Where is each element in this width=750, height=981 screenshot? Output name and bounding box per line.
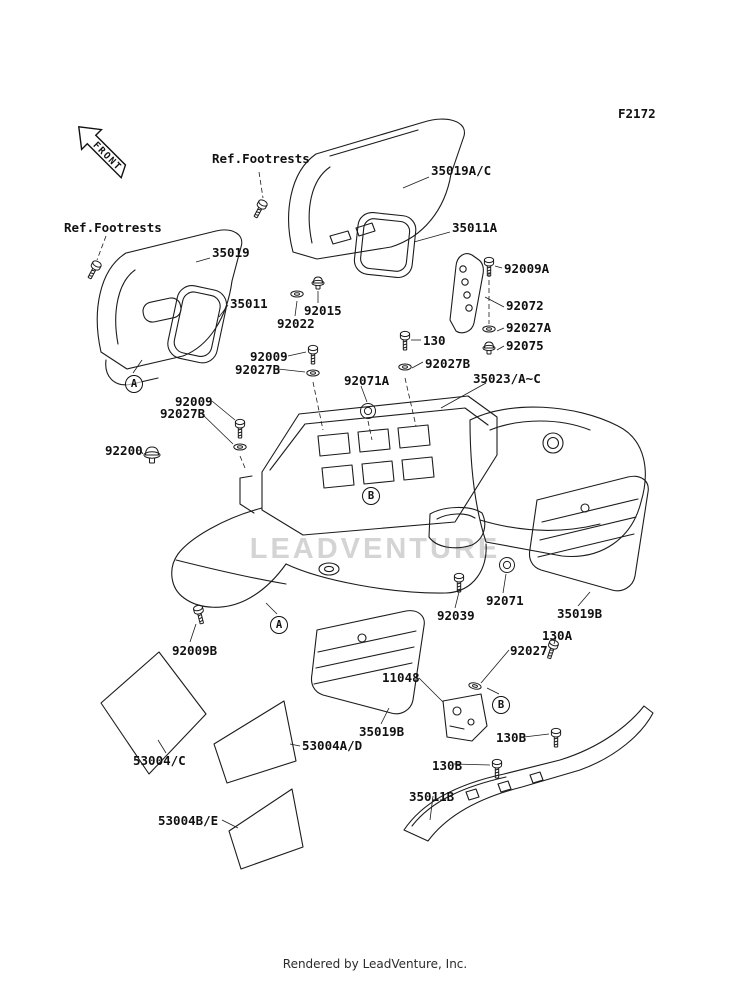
part-number-label: 35023/A~C — [473, 371, 541, 386]
part-number-label: 130B — [496, 730, 527, 745]
panels-and-brackets — [96, 118, 654, 870]
part-number-label: 53004/C — [133, 753, 186, 768]
part-number-label: 92009B — [172, 643, 218, 658]
callout-circle: A — [125, 375, 143, 393]
part-number-label: 92015 — [304, 303, 342, 318]
part-number-label: 92027B — [425, 356, 471, 371]
part-number-label: Ref.Footrests — [64, 220, 162, 235]
part-number-label: 53004B/E — [158, 813, 219, 828]
part-number-label: 92071A — [344, 373, 390, 388]
part-number-label: 92009A — [504, 261, 550, 276]
part-number-label: 35019A/C — [431, 163, 492, 178]
part-number-label: 92200 — [105, 443, 143, 458]
part-number-label: 35011A — [452, 220, 498, 235]
dashed-reference-lines — [96, 171, 490, 469]
part-number-label: 35011B — [409, 789, 455, 804]
callout-circle: A — [270, 616, 288, 634]
part-number-label: 92071 — [486, 593, 524, 608]
part-number-label: 35019B — [359, 724, 405, 739]
part-number-label: 92075 — [506, 338, 544, 353]
footer-credit: Rendered by LeadVenture, Inc. — [282, 957, 468, 971]
part-number-label: Ref.Footrests — [212, 151, 310, 166]
watermark: LEADVENTURE — [249, 533, 501, 565]
part-number-label: 92027A — [506, 320, 552, 335]
part-number-label: 130A — [542, 628, 573, 643]
part-number-label: 92022 — [277, 316, 315, 331]
leader-lines — [132, 176, 591, 829]
part-number-label: 11048 — [382, 670, 420, 685]
part-number-label: 35019 — [212, 245, 250, 260]
part-number-label: 130 — [423, 333, 446, 348]
part-number-label: 92027B — [235, 362, 281, 377]
callout-circle: B — [492, 696, 510, 714]
part-number-label: 35011 — [230, 296, 268, 311]
part-number-label: 35019B — [557, 606, 603, 621]
part-number-label: 92039 — [437, 608, 475, 623]
callout-circle: B — [362, 487, 380, 505]
part-number-label: 92072 — [506, 298, 544, 313]
part-number-label: 92027 — [510, 643, 548, 658]
part-number-label: 92027B — [160, 406, 206, 421]
part-number-label: 92009 — [175, 394, 213, 409]
part-number-label: 53004A/D — [302, 738, 363, 753]
part-number-label: 92009 — [250, 349, 288, 364]
part-number-label: 130B — [432, 758, 463, 773]
figure-code: F2172 — [618, 106, 656, 121]
